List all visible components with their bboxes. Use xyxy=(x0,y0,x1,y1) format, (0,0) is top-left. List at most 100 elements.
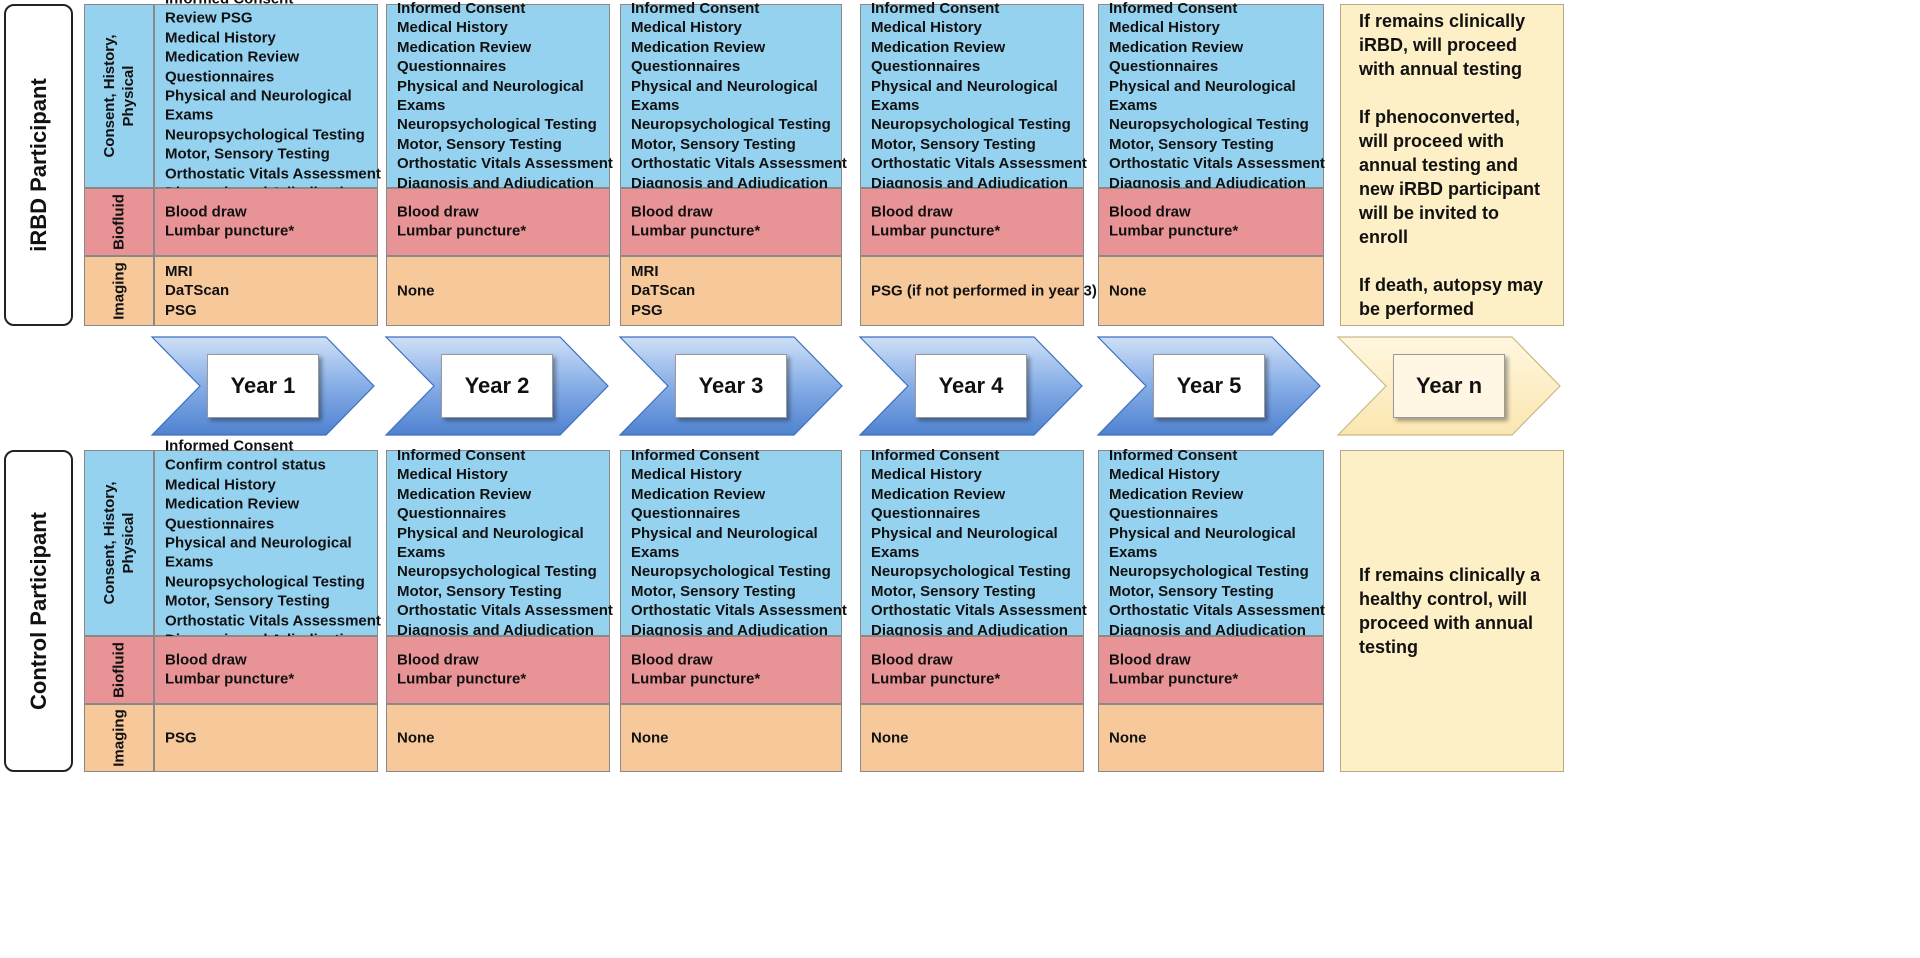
consent-item: Diagnosis and Adjudication xyxy=(397,621,594,639)
control-year-n-box: If remains clinically a healthy control,… xyxy=(1340,450,1564,772)
consent-item: Medication Review xyxy=(871,38,1006,56)
consent-item: Orthostatic Vitals Assessment xyxy=(631,155,847,173)
consent-item: Exams xyxy=(397,544,446,561)
consent-item: Informed Consent xyxy=(871,446,1000,464)
consent-item: Medical History xyxy=(631,466,742,484)
imaging-item-list: PSG (if not performed in year 3) xyxy=(871,281,1097,300)
imaging-item: None xyxy=(871,729,909,747)
consent-item: Motor, Sensory Testing xyxy=(631,135,796,153)
consent-item: Exams xyxy=(631,97,680,114)
imaging-item: None xyxy=(397,282,435,300)
consent-item: Diagnosis and Adjudication xyxy=(397,174,594,192)
consent-item: Physical and Neurological xyxy=(871,524,1058,542)
consent-item: Motor, Sensory Testing xyxy=(1109,582,1274,600)
imaging-item-list: None xyxy=(397,728,603,747)
year-label: Year n xyxy=(1393,354,1505,418)
consent-item: Informed Consent xyxy=(871,0,1000,17)
year-label: Year 1 xyxy=(207,354,319,418)
control-biofluid-section-label: Biofluid xyxy=(84,636,154,704)
imaging-item-list: None xyxy=(1109,728,1317,747)
biofluid-item: Lumbar puncture* xyxy=(1109,223,1239,240)
consent-item: Orthostatic Vitals Assessment xyxy=(631,602,847,620)
biofluid-item: Blood draw xyxy=(165,203,247,221)
biofluid-item: Blood draw xyxy=(165,651,247,669)
consent-item: Informed Consent xyxy=(397,0,526,17)
year-label: Year 4 xyxy=(915,354,1027,418)
control-participant-label-box: Control Participant xyxy=(4,450,73,772)
irbd-consent-section-label: Consent, History, Physical xyxy=(84,4,154,188)
irbd-year-n-note: If remains clinically iRBD, will proceed… xyxy=(1359,11,1526,79)
control-imaging-section-label: Imaging xyxy=(84,704,154,772)
consent-item: Physical and Neurological xyxy=(165,534,352,552)
biofluid-item: Lumbar puncture* xyxy=(1109,671,1239,688)
consent-item: Medical History xyxy=(1109,466,1220,484)
consent-item: Questionnaires xyxy=(397,58,507,76)
consent-item: Physical and Neurological xyxy=(631,77,818,95)
consent-item: Physical and Neurological xyxy=(397,524,584,542)
consent-item: Motor, Sensory Testing xyxy=(1109,135,1274,153)
consent-item: Questionnaires xyxy=(871,58,981,76)
control-year-5-imaging-cell: None xyxy=(1098,704,1324,772)
consent-item: Exams xyxy=(631,544,680,561)
biofluid-item: Lumbar puncture* xyxy=(165,223,295,240)
control-consent-section-label: Consent, History, Physical xyxy=(84,450,154,636)
irbd-year-2-imaging-cell: None xyxy=(386,256,610,326)
imaging-item: PSG xyxy=(165,729,197,747)
consent-item: Diagnosis and Adjudication xyxy=(631,621,828,639)
imaging-item-list: None xyxy=(397,281,603,300)
consent-item: Informed Consent xyxy=(165,0,371,9)
biofluid-item: Blood draw xyxy=(871,651,953,669)
irbd-year-n-box: If remains clinically iRBD, will proceed… xyxy=(1340,4,1564,326)
consent-item: Orthostatic Vitals Assessment xyxy=(1109,602,1325,620)
imaging-item: None xyxy=(1109,282,1147,300)
imaging-item: PSG xyxy=(631,301,663,319)
consent-item: Diagnosis and Adjudication xyxy=(631,174,828,192)
biofluid-item: Lumbar puncture* xyxy=(397,223,527,240)
consent-item: Neuropsychological Testing xyxy=(871,563,1071,581)
consent-item: Orthostatic Vitals Assessment xyxy=(397,155,613,173)
consent-item: Medication Review xyxy=(631,38,766,56)
consent-item: Physical and Neurological xyxy=(1109,77,1296,95)
consent-item: Informed Consent xyxy=(631,0,760,17)
irbd-year-5-imaging-cell: None xyxy=(1098,256,1324,326)
consent-item: Questionnaires xyxy=(1109,58,1219,76)
consent-item: Exams xyxy=(871,544,920,561)
consent-item: Diagnosis and Adjudication xyxy=(1109,621,1306,639)
consent-item: Medication Review xyxy=(165,48,300,66)
irbd-biofluid-section-label: Biofluid xyxy=(84,188,154,256)
imaging-item-list: None xyxy=(631,728,835,747)
consent-item: Motor, Sensory Testing xyxy=(165,145,330,163)
consent-item: Medication Review xyxy=(1109,38,1244,56)
consent-item: Medical History xyxy=(871,19,982,37)
consent-item: Orthostatic Vitals Assessment xyxy=(397,602,613,620)
imaging-item-list: None xyxy=(871,728,1077,747)
imaging-item: PSG xyxy=(165,301,197,319)
consent-item: Questionnaires xyxy=(165,514,275,532)
biofluid-item: Lumbar puncture* xyxy=(631,671,761,688)
consent-item: Physical and Neurological xyxy=(1109,524,1296,542)
biofluid-item: Lumbar puncture* xyxy=(871,671,1001,688)
consent-item: Questionnaires xyxy=(631,58,741,76)
